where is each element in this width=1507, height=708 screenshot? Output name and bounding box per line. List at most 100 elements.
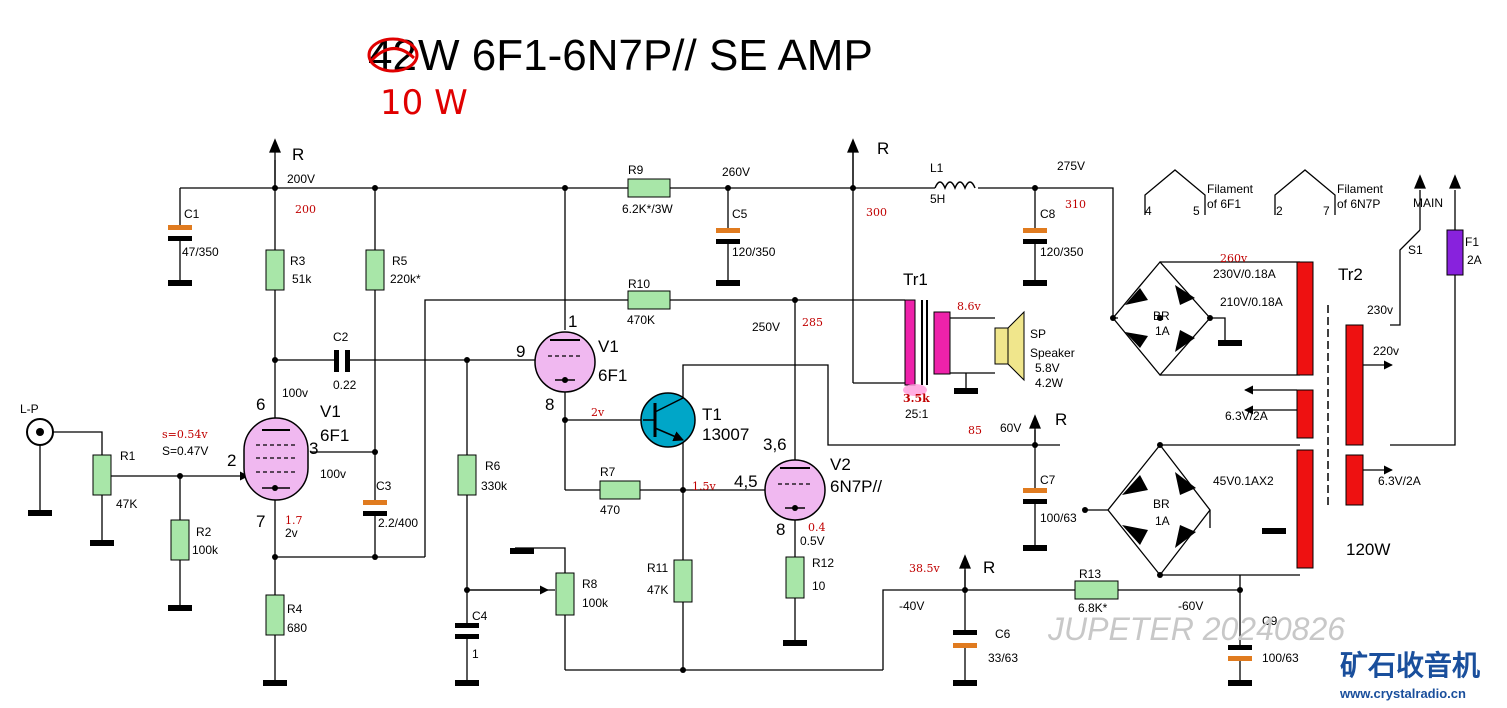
c1-value: 47/350 — [182, 245, 219, 259]
logo-text: 矿石收音机 — [1340, 649, 1480, 682]
speaker-label: Speaker — [1030, 346, 1075, 360]
input-jack — [26, 418, 54, 446]
v05: 0.5V — [800, 534, 825, 548]
strike-scribble-2 — [370, 47, 416, 62]
ann-86: 8.6v — [957, 300, 981, 313]
r6-value: 330k — [481, 479, 508, 493]
logo-url: www.crystalradio.cn — [1339, 686, 1466, 701]
v100b: 100v — [320, 467, 346, 481]
ann-2v: 2v — [591, 406, 605, 419]
title-main: W 6F1-6N7P// SE AMP — [418, 31, 873, 80]
wires — [39, 150, 1456, 680]
power-transformer-tr2 — [1296, 261, 1364, 569]
r2-name: R2 — [196, 525, 212, 539]
resistors — [92, 178, 1119, 636]
tr2-name: Tr2 — [1338, 265, 1363, 284]
s1-name: S1 — [1408, 243, 1423, 257]
fil-pin-5: 5 — [1193, 204, 1200, 218]
r5-name: R5 — [392, 254, 408, 268]
prim-220: 220v — [1373, 344, 1399, 358]
sp-label: SP — [1030, 327, 1046, 341]
ann-385: 38.5v — [909, 562, 940, 575]
wind-63a: 6.3V/2A — [1225, 409, 1268, 423]
c2-value: 0.22 — [333, 378, 357, 392]
pin-6: 6 — [256, 395, 265, 414]
rail-arrows — [269, 138, 1461, 590]
v2: 2v — [285, 526, 298, 540]
v100a: 100v — [282, 386, 308, 400]
l1-value: 5H — [930, 192, 945, 206]
tr2-rating: 120W — [1346, 540, 1390, 559]
v1a-type: 6F1 — [320, 426, 349, 445]
ann-200: 200 — [295, 203, 316, 216]
v1b-name: V1 — [598, 337, 619, 356]
fil1-label: Filament — [1207, 182, 1254, 196]
c4-value: 1 — [472, 647, 479, 661]
component-labels: R3 51k R5 220k* R9 6.2K*/3W R10 470K R1 … — [116, 161, 1482, 665]
c1-name: C1 — [184, 207, 200, 221]
r10-body — [627, 290, 671, 310]
r6-name: R6 — [485, 459, 501, 473]
pin-36: 3,6 — [763, 435, 787, 454]
sp-watt: 4.2W — [1035, 376, 1064, 390]
r12-body — [785, 556, 805, 599]
r13-body — [1074, 580, 1119, 600]
capacitors — [168, 225, 1252, 680]
watermark: JUPETER 20240826 — [1047, 611, 1345, 647]
ann-35k: 3.5k — [903, 392, 930, 405]
c8-value: 120/350 — [1040, 245, 1084, 259]
l1-coil — [934, 181, 976, 190]
ann-17: 1.7 — [285, 514, 303, 527]
input-label: L-P — [20, 402, 39, 416]
r4-body — [265, 594, 285, 636]
r2-body — [170, 519, 190, 561]
ann-310: 310 — [1065, 198, 1086, 211]
v2-type: 6N7P// — [830, 477, 882, 496]
r10-name: R10 — [628, 277, 650, 291]
wind-230: 230V/0.18A — [1213, 267, 1276, 281]
ann-85: 85 — [968, 424, 982, 437]
tube-v2 — [764, 459, 826, 521]
bridge-rectifier-lower — [1107, 443, 1211, 577]
c2-name: C2 — [333, 330, 349, 344]
tr2-taps — [1244, 360, 1393, 475]
ann-260: 260v — [1220, 252, 1248, 265]
c9-value: 100/63 — [1262, 651, 1299, 665]
rail-r-1: R — [292, 145, 304, 164]
r11-value: 47K — [647, 583, 668, 597]
r11-body — [673, 559, 693, 603]
r9-value: 6.2K*/3W — [622, 202, 673, 216]
pin-3: 3 — [309, 439, 318, 458]
fuse-f1 — [1446, 229, 1464, 276]
ann-054: s=0.54v — [162, 428, 208, 441]
wind-45: 45V0.1AX2 — [1213, 474, 1274, 488]
r12-name: R12 — [812, 556, 834, 570]
tr1-name: Tr1 — [903, 270, 928, 289]
bridge-rectifier-upper — [1112, 261, 1211, 377]
c3-value: 2.2/400 — [378, 516, 418, 530]
v1b-type: 6F1 — [598, 366, 627, 385]
t1-name: T1 — [702, 405, 722, 424]
fil-pin-7: 7 — [1323, 204, 1330, 218]
vm40: -40V — [899, 599, 924, 613]
handwritten-correction: 10 W — [380, 83, 468, 123]
title: 42 W 6F1-6N7P// SE AMP 10 W — [367, 31, 873, 123]
rail-r-2: R — [877, 139, 889, 158]
c8-name: C8 — [1040, 207, 1056, 221]
wind-210: 210V/0.18A — [1220, 295, 1283, 309]
v250: 250V — [752, 320, 780, 334]
r2-value: 100k — [192, 543, 219, 557]
site-logo: 矿石收音机 www.crystalradio.cn — [1339, 649, 1480, 701]
r13-value: 6.8K* — [1078, 601, 1108, 615]
r1-body — [92, 454, 112, 496]
fil-pin-4: 4 — [1145, 204, 1152, 218]
fil1b-label: of 6F1 — [1207, 197, 1241, 211]
pin-45: 4,5 — [734, 472, 758, 491]
pin-8b: 8 — [776, 520, 785, 539]
v275: 275V — [1057, 159, 1085, 173]
v60: 60V — [1000, 421, 1021, 435]
ann-300: 300 — [866, 206, 887, 219]
sp-volt: 5.8V — [1035, 361, 1060, 375]
fil2-label: Filament — [1337, 182, 1384, 196]
